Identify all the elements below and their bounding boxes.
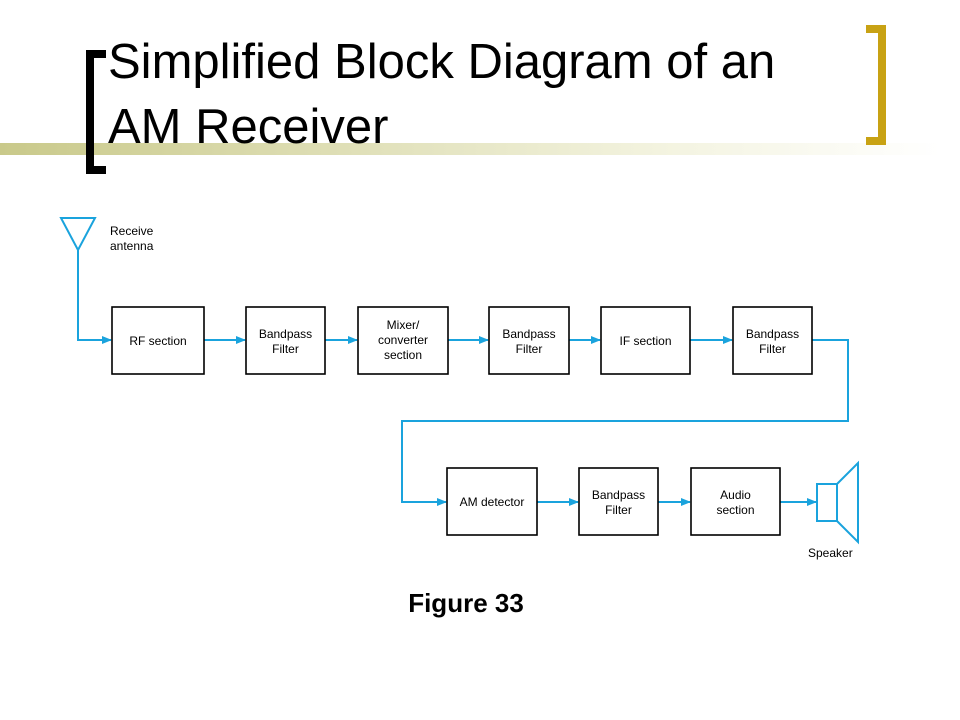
block-bandpass-filter-4: Bandpass Filter (578, 467, 659, 536)
title-accent-bar (0, 143, 940, 155)
figure-caption: Figure 33 (408, 588, 524, 618)
antenna-label-line-2: antenna (110, 239, 154, 253)
speaker-icon (816, 460, 859, 545)
row1-wires (204, 336, 849, 506)
right-bracket (866, 25, 886, 145)
block-if-section: IF section (600, 306, 691, 375)
block-label: Bandpass (592, 488, 645, 502)
block-am-detector: AM detector (446, 467, 538, 536)
left-bracket (86, 50, 106, 174)
block-label: Mixer/ (387, 318, 420, 332)
block-label: Bandpass (502, 327, 555, 341)
block-label: Filter (272, 342, 299, 356)
speaker-label: Speaker (808, 546, 853, 560)
block-label: converter (378, 333, 428, 347)
block-label: section (716, 503, 754, 517)
block-label: AM detector (460, 495, 525, 509)
block-bandpass-filter-1: Bandpass Filter (245, 306, 326, 375)
block-label: Filter (759, 342, 786, 356)
block-label: Filter (605, 503, 632, 517)
block-bandpass-filter-2: Bandpass Filter (488, 306, 570, 375)
block-label: Bandpass (746, 327, 799, 341)
block-bandpass-filter-3: Bandpass Filter (732, 306, 813, 375)
block-label: RF section (129, 334, 186, 348)
block-label: Filter (516, 342, 543, 356)
page-title-line-1: Simplified Block Diagram of an (108, 35, 776, 89)
block-label: section (384, 348, 422, 362)
antenna-icon (59, 217, 112, 344)
page-title-line-2: AM Receiver (108, 100, 389, 154)
block-audio-section: Audio section (690, 467, 781, 536)
antenna-label-line-1: Receive (110, 224, 154, 238)
block-label: Audio (720, 488, 751, 502)
block-label: Bandpass (259, 327, 312, 341)
block-mixer-converter: Mixer/ converter section (357, 306, 449, 375)
block-label: IF section (619, 334, 671, 348)
block-rf-section: RF section (111, 306, 205, 375)
